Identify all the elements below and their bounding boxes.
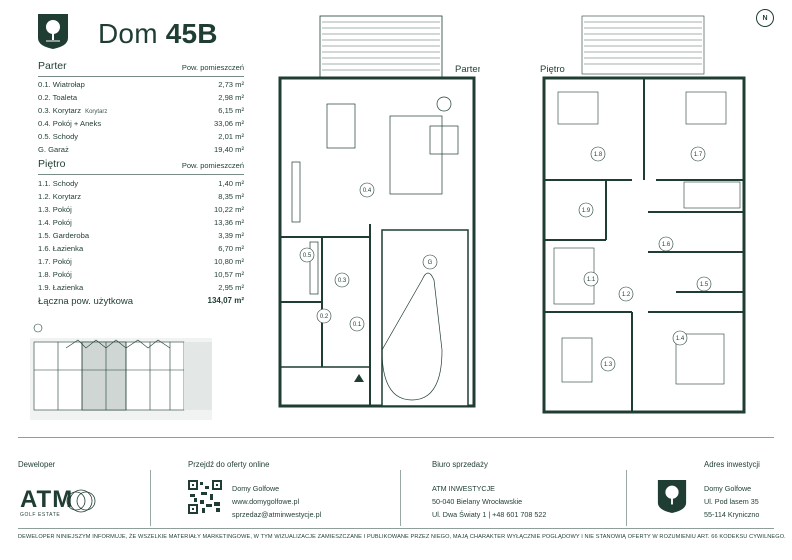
page-title: Dom 45B — [98, 18, 218, 50]
pietro-plan-label: Piętro — [540, 64, 565, 75]
footer-divider — [18, 437, 774, 438]
room-label: 0.4 — [363, 188, 372, 194]
disclaimer-divider — [18, 528, 774, 529]
room-label: 1.4 — [676, 336, 685, 342]
offer-name: Domy Golfowe — [232, 484, 280, 493]
offer-website-link[interactable]: www.domygolfowe.pl — [232, 497, 300, 506]
address-city: 55-114 Kryniczno — [704, 510, 760, 519]
parter-heading-row: Parter Pow. pomieszczeń — [38, 60, 244, 72]
parter-plan-label: Parter — [455, 64, 480, 75]
parter-area-caption: Pow. pomieszczeń — [181, 63, 244, 72]
footer-separator — [626, 470, 627, 526]
total-area-row: Łączna pow. użytkowa 134,07 m² — [38, 296, 244, 307]
room-label: 0.2 — [320, 314, 329, 320]
pietro-heading: Piętro — [38, 158, 66, 170]
title-prefix: Dom — [98, 18, 158, 49]
office-details: ATM INWESTYCJE 50-040 Bielany Wrocławski… — [432, 482, 546, 521]
room-label: 1.6 — [662, 242, 671, 248]
room-label: 1.2 — [622, 292, 631, 298]
developer-label: Deweloper — [18, 460, 56, 469]
floor-plan-parter: Parter 0.4 0.5 0.3 0.2 0.1 G — [278, 15, 480, 408]
developer-logo-text: ATM — [20, 486, 74, 513]
room-label: 0.5 — [303, 253, 312, 259]
offer-label: Przejdź do oferty online — [188, 460, 270, 469]
site-plan-diagram — [30, 320, 212, 420]
room-label: G — [428, 260, 433, 266]
developer-logo-rings-icon — [66, 489, 96, 513]
room-label: 1.9 — [582, 208, 591, 214]
office-address-phone: Ul. Dwa Światy 1 | +48 601 708 522 — [432, 510, 547, 519]
address-details: Domy Golfowe Ul. Pod lasem 35 55-114 Kry… — [704, 482, 759, 521]
room-label: 1.1 — [587, 277, 596, 283]
room-label: 1.7 — [694, 152, 703, 158]
office-city: 50-040 Bielany Wrocławskie — [432, 497, 523, 506]
title-number: 45B — [165, 18, 218, 49]
room-label: 1.8 — [594, 152, 603, 158]
room-label: 1.5 — [700, 282, 709, 288]
divider — [38, 174, 244, 175]
pietro-area-caption: Pow. pomieszczeń — [181, 161, 244, 170]
office-company: ATM INWESTYCJE — [432, 484, 495, 493]
floor-plan-pietro: Piętro 1.8 1.7 1.9 1.6 1.1 1.2 1.5 1.3 1… — [540, 15, 746, 414]
total-value: 134,07 m² — [207, 296, 244, 305]
office-label: Biuro sprzedaży — [432, 460, 488, 469]
qr-code-icon[interactable] — [188, 480, 222, 514]
divider — [38, 76, 244, 77]
offer-details: Domy Golfowe www.domygolfowe.pl sprzedaz… — [232, 482, 321, 521]
offer-email-link[interactable]: sprzedaz@atminwestycje.pl — [232, 510, 322, 519]
room-label: 0.3 — [338, 278, 347, 284]
address-label: Adres inwestycji — [704, 460, 760, 469]
domy-golfowe-logo-icon — [38, 14, 68, 49]
footer-separator — [150, 470, 151, 526]
parter-heading: Parter — [38, 60, 67, 72]
total-label: Łączna pow. użytkowa — [38, 296, 134, 307]
address-street: Ul. Pod lasem 35 — [704, 497, 759, 506]
north-indicator: N — [756, 9, 774, 27]
legal-disclaimer: DEWELOPER NINIEJSZYM INFORMUJE, ŻE WSZEL… — [18, 534, 786, 540]
address-name: Domy Golfowe — [704, 484, 752, 493]
pietro-heading-row: Piętro Pow. pomieszczeń — [38, 158, 244, 170]
domy-golfowe-footer-logo-icon — [657, 480, 687, 513]
room-label: 1.3 — [604, 362, 613, 368]
room-label: 0.1 — [353, 322, 362, 328]
footer-separator — [400, 470, 401, 526]
developer-logo-sub: GOLF ESTATE — [20, 512, 61, 518]
